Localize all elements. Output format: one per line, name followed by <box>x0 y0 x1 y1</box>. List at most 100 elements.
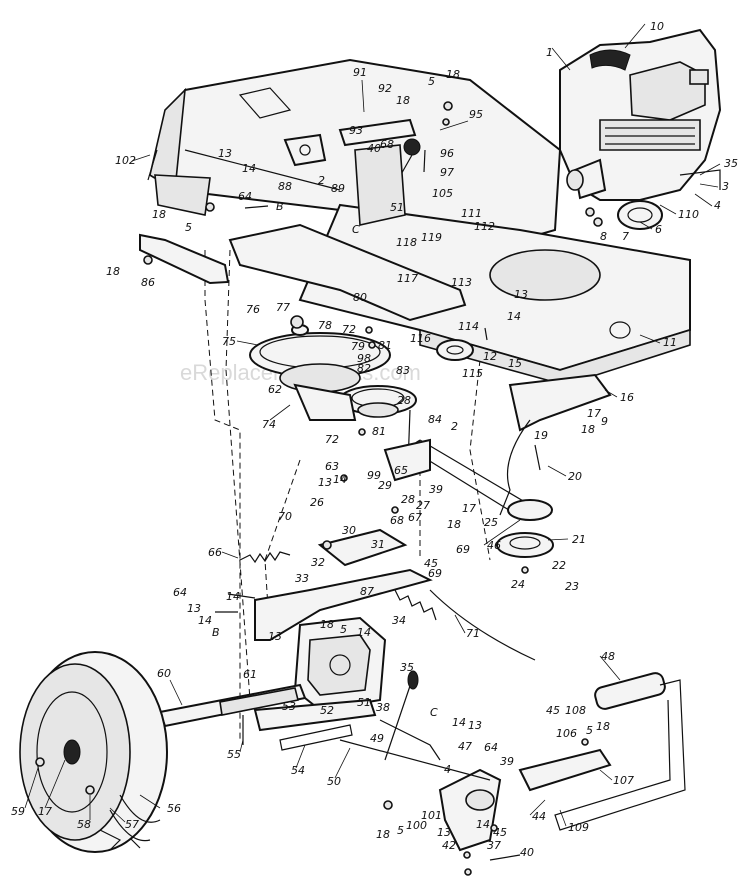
callout-40: 40 <box>520 846 534 859</box>
callout-18: 18 <box>581 423 595 436</box>
callout-6: 6 <box>655 223 662 236</box>
callout-79: 79 <box>351 340 365 353</box>
callout-67: 67 <box>408 511 422 524</box>
callout-2: 2 <box>451 420 458 433</box>
pedal-assembly <box>518 672 686 831</box>
callout-54: 54 <box>291 764 305 777</box>
callout-42: 42 <box>442 839 456 852</box>
callout-118: 118 <box>396 236 417 249</box>
callout-47: 47 <box>458 740 472 753</box>
drive-belt <box>412 439 553 521</box>
idler-pulley <box>436 339 474 361</box>
callout-32: 32 <box>311 556 325 569</box>
callout-87: 87 <box>360 585 374 598</box>
callout-65: 65 <box>394 464 408 477</box>
engine-assembly <box>559 28 722 230</box>
callout-92: 92 <box>378 82 392 95</box>
callout-113: 113 <box>451 276 472 289</box>
callout-69: 69 <box>456 543 470 556</box>
rod-54 <box>279 724 353 751</box>
callout-37: 37 <box>487 839 501 852</box>
callout-labels: 10 1 91 5 18 92 18 95 93 68 40 96 97 13 … <box>11 20 738 859</box>
link-rod <box>339 739 491 781</box>
axle-bar <box>253 698 377 732</box>
callout-30: 30 <box>342 524 356 537</box>
callout-1: 1 <box>546 46 553 59</box>
callout-74: 74 <box>262 418 276 431</box>
callout-17: 17 <box>38 805 52 818</box>
callout-105: 105 <box>432 187 453 200</box>
callout-55: 55 <box>227 748 241 761</box>
callout-18: 18 <box>447 518 461 531</box>
callout-64: 64 <box>484 741 498 754</box>
callout-98: 98 <box>357 352 371 365</box>
callout-10: 10 <box>650 20 664 33</box>
callout-112: 112 <box>474 220 495 233</box>
callout-53: 53 <box>282 700 296 713</box>
callout-12: 12 <box>483 350 497 363</box>
callout-81: 81 <box>372 425 386 438</box>
callout-106: 106 <box>556 727 577 740</box>
callout-86: 86 <box>141 276 155 289</box>
callout-116: 116 <box>410 332 431 345</box>
callout-45: 45 <box>493 826 507 839</box>
idler-arm <box>293 383 357 421</box>
callout-5: 5 <box>428 75 435 88</box>
callout-100: 100 <box>406 819 427 832</box>
rear-wheel <box>19 651 168 853</box>
callout-107: 107 <box>613 774 634 787</box>
callout-117: 117 <box>397 272 418 285</box>
callout-14: 14 <box>476 818 490 831</box>
callout-59: 59 <box>11 805 25 818</box>
callout-110: 110 <box>678 208 699 221</box>
callout-60: 60 <box>157 667 171 680</box>
callout-20: 20 <box>568 470 582 483</box>
callout-80: 80 <box>353 291 367 304</box>
callout-57: 57 <box>125 818 139 831</box>
transmission <box>293 616 387 712</box>
clutch-cable <box>499 419 531 516</box>
callout-108: 108 <box>565 704 586 717</box>
callout-70: 70 <box>278 510 292 523</box>
rod-20 <box>534 444 541 471</box>
callout-48: 48 <box>601 650 615 663</box>
callout-51: 51 <box>390 201 404 214</box>
callout-96: 96 <box>440 147 454 160</box>
callout-76: 76 <box>246 303 260 316</box>
callout-75: 75 <box>222 335 236 348</box>
callout-13: 13 <box>437 826 451 839</box>
callout-31: 31 <box>371 538 385 551</box>
callout-22: 22 <box>552 559 566 572</box>
transmission-mount <box>254 568 433 641</box>
callout-81: 81 <box>378 339 392 352</box>
lower-pulley <box>496 532 554 558</box>
callout-26: 26 <box>310 496 324 509</box>
callout-69: 69 <box>428 567 442 580</box>
callout-88: 88 <box>278 180 292 193</box>
callout-77: 77 <box>276 301 290 314</box>
callout-111: 111 <box>461 207 482 220</box>
callout-13: 13 <box>268 630 282 643</box>
shift-knob <box>407 670 419 690</box>
brake-arm <box>383 438 431 482</box>
callout-13: 13 <box>468 719 482 732</box>
callout-115: 115 <box>462 367 483 380</box>
callout-46: 46 <box>487 539 501 552</box>
callout-82: 82 <box>357 362 371 375</box>
callout-5: 5 <box>185 221 192 234</box>
shift-plate <box>317 528 408 567</box>
callout-109: 109 <box>568 821 589 834</box>
callout-35: 35 <box>724 157 738 170</box>
callout-52: 52 <box>320 704 334 717</box>
callout-18: 18 <box>446 68 460 81</box>
callout-15: 15 <box>508 357 522 370</box>
callout-9: 9 <box>601 415 608 428</box>
callout-56: 56 <box>167 802 181 815</box>
callout-78: 78 <box>318 319 332 332</box>
cable-71 <box>429 589 536 661</box>
link-49 <box>379 719 441 761</box>
callout-18: 18 <box>396 94 410 107</box>
callout-58: 58 <box>77 818 91 831</box>
callout-45: 45 <box>546 704 560 717</box>
